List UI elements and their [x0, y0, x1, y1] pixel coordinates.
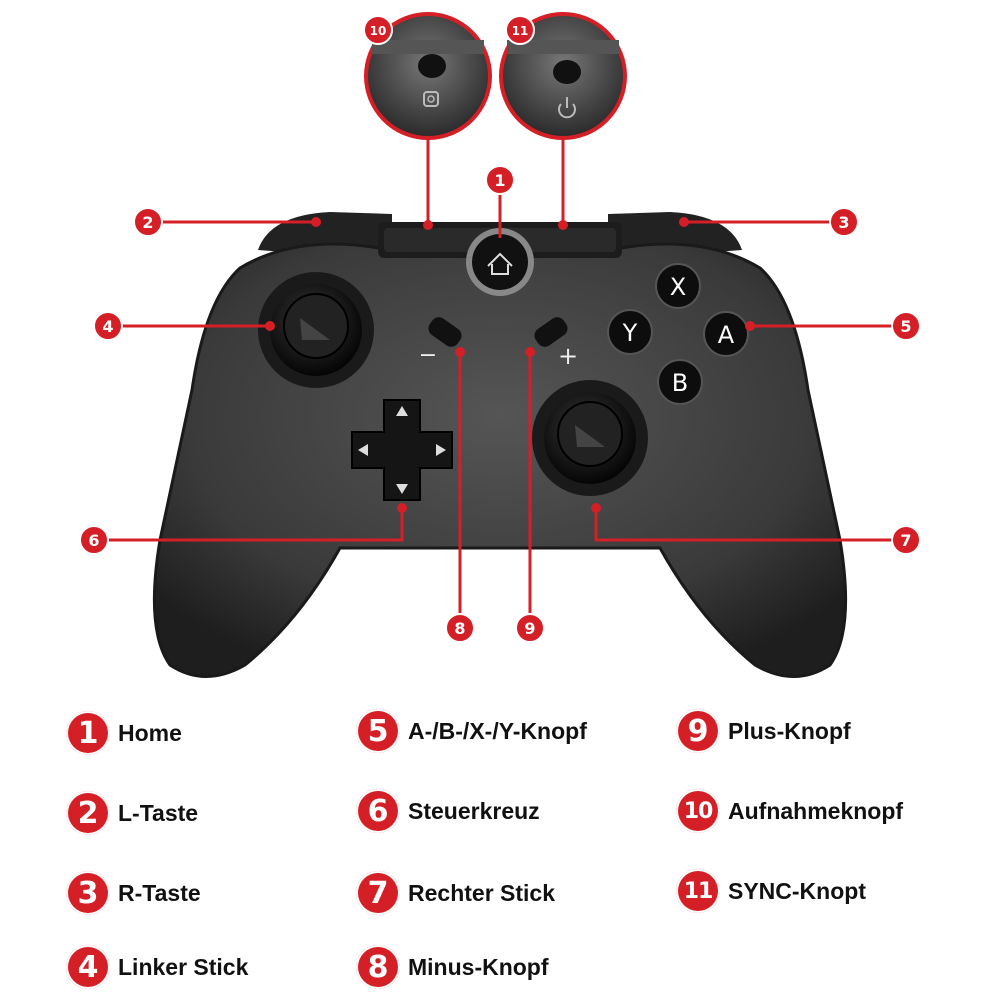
svg-text:Y: Y	[622, 319, 638, 347]
plus-label: +	[558, 342, 578, 370]
legend-item-face-buttons: 5 A-/B-/X-/Y-Knopf	[356, 706, 587, 756]
controller-diagram: − + X Y A B	[79, 12, 921, 678]
dpad-left-arrow	[358, 444, 368, 456]
dpad-down-arrow	[396, 484, 408, 494]
y-button[interactable]: Y	[607, 309, 653, 355]
legend-badge: 1	[66, 711, 110, 755]
svg-text:6: 6	[88, 531, 99, 550]
dpad-up-arrow	[396, 406, 408, 416]
badge-4: 4	[93, 311, 123, 341]
svg-text:10: 10	[370, 24, 387, 38]
legend-label: Linker Stick	[118, 953, 249, 980]
svg-text:4: 4	[102, 317, 113, 336]
badge-9: 9	[515, 613, 545, 643]
dpad-right-arrow	[436, 444, 446, 456]
legend-badge: 4	[66, 945, 110, 989]
legend-badge: 3	[66, 871, 110, 915]
svg-text:8: 8	[454, 619, 465, 638]
svg-text:B: B	[672, 369, 688, 397]
callout-endpoints	[265, 217, 755, 513]
badge-1: 1	[485, 165, 515, 195]
power-icon	[558, 97, 576, 119]
sync-button[interactable]	[553, 60, 581, 84]
legend-item-home: 1 Home	[66, 708, 182, 758]
svg-text:2: 2	[142, 213, 153, 232]
callout-lines	[108, 138, 892, 614]
badge-3: 3	[829, 207, 859, 237]
power-inset	[499, 12, 627, 140]
svg-text:A: A	[718, 321, 735, 349]
legend-label: Home	[118, 719, 182, 746]
legend-label: R-Taste	[118, 879, 201, 906]
legend-label: L-Taste	[118, 799, 199, 826]
svg-text:7: 7	[900, 531, 911, 550]
svg-text:1: 1	[494, 171, 505, 190]
legend-item-aufnahmeknopf: 10 Aufnahmeknopf	[676, 786, 903, 836]
legend-item-minus-knopf: 8 Minus-Knopf	[356, 942, 549, 992]
legend-label: SYNC-Knopt	[728, 877, 866, 904]
right-stick[interactable]	[532, 380, 648, 496]
legend-label: Minus-Knopf	[408, 953, 549, 980]
legend-badge: 5	[356, 709, 400, 753]
capture-button[interactable]	[418, 54, 446, 78]
svg-text:X: X	[670, 273, 686, 301]
legend-label: Steuerkreuz	[408, 797, 540, 824]
legend-item-plus-knopf: 9 Plus-Knopf	[676, 706, 851, 756]
badge-6: 6	[79, 525, 109, 555]
badge-2: 2	[133, 207, 163, 237]
legend-badge: 7	[356, 871, 400, 915]
b-button[interactable]: B	[657, 359, 703, 405]
legend-item-sync-knopt: 11 SYNC-Knopt	[676, 866, 866, 916]
legend-label: Aufnahmeknopf	[728, 797, 904, 824]
legend-item-l-taste: 2 L-Taste	[66, 788, 198, 838]
legend-label: A-/B-/X-/Y-Knopf	[408, 717, 587, 744]
badge-10: 10	[363, 15, 393, 45]
home-icon	[487, 252, 513, 275]
legend-badge: 10	[676, 789, 720, 833]
svg-text:11: 11	[512, 24, 529, 38]
legend-item-steuerkreuz: 6 Steuerkreuz	[356, 786, 540, 836]
legend-label: Rechter Stick	[408, 879, 556, 906]
svg-text:5: 5	[900, 317, 911, 336]
legend-item-rechter-stick: 7 Rechter Stick	[356, 868, 555, 918]
badge-8: 8	[445, 613, 475, 643]
controller-body	[152, 242, 848, 678]
d-pad[interactable]	[351, 399, 453, 501]
minus-button[interactable]	[425, 314, 464, 350]
minus-label: −	[419, 343, 437, 368]
capture-icon	[423, 91, 439, 107]
svg-text:9: 9	[524, 619, 535, 638]
badge-7: 7	[891, 525, 921, 555]
home-button[interactable]	[466, 228, 534, 296]
legend-badge: 2	[66, 791, 110, 835]
legend-item-r-taste: 3 R-Taste	[66, 868, 201, 918]
legend-badge: 11	[676, 869, 720, 913]
plus-button[interactable]	[531, 314, 570, 350]
legend-item-linker-stick: 4 Linker Stick	[66, 942, 248, 992]
legend-badge: 6	[356, 789, 400, 833]
x-button[interactable]: X	[655, 263, 701, 309]
svg-text:3: 3	[838, 213, 849, 232]
legend-badge: 9	[676, 709, 720, 753]
badge-5: 5	[891, 311, 921, 341]
a-button[interactable]: A	[703, 311, 749, 357]
left-stick[interactable]	[258, 272, 374, 388]
badge-11: 11	[505, 15, 535, 45]
legend-badge: 8	[356, 945, 400, 989]
legend-label: Plus-Knopf	[728, 717, 851, 744]
